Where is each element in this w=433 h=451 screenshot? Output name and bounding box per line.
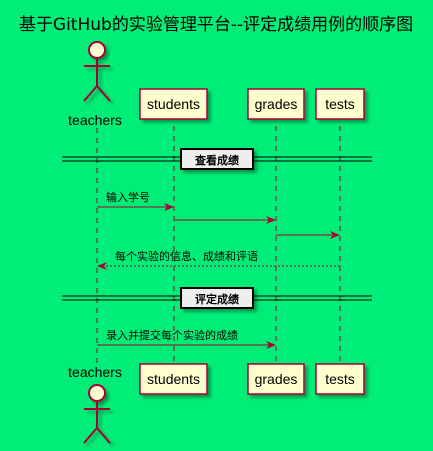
message-return-info-label: 每个实验的信息、成绩和评语	[115, 249, 258, 263]
divider-assess-grades-label: 评定成绩	[195, 292, 239, 306]
participant-grades-top: grades	[247, 88, 305, 120]
participant-grades-bottom-label: grades	[255, 371, 298, 387]
participant-grades-label: grades	[255, 96, 298, 112]
participant-tests-label: tests	[325, 96, 355, 112]
participant-grades-bottom: grades	[247, 363, 305, 395]
stick-figure-icon	[83, 384, 111, 444]
diagram-title: 基于GitHub的实验管理平台--评定成绩用例的顺序图	[19, 15, 413, 35]
divider-view-grades-label: 查看成绩	[195, 153, 239, 167]
stick-figure-icon	[83, 41, 111, 102]
participant-tests-top: tests	[315, 88, 365, 120]
message-submit-grades-label: 录入并提交每个实验的成绩	[106, 328, 238, 342]
participant-students-top: students	[139, 88, 208, 120]
participant-students-label: students	[147, 96, 200, 112]
participant-tests-bottom-label: tests	[325, 371, 355, 387]
actor-teachers-bottom: teachers	[68, 364, 122, 444]
actor-teachers-top: teachers	[68, 41, 122, 128]
message-enter-student-id-label: 输入学号	[106, 190, 150, 204]
divider-assess-grades: 评定成绩	[62, 287, 372, 309]
divider-view-grades: 查看成绩	[62, 148, 372, 170]
actor-teachers-bottom-label: teachers	[68, 364, 122, 380]
participant-tests-bottom: tests	[315, 363, 365, 395]
participant-students-bottom: students	[139, 363, 208, 395]
participant-students-bottom-label: students	[147, 371, 200, 387]
actor-teachers-label: teachers	[68, 112, 122, 128]
